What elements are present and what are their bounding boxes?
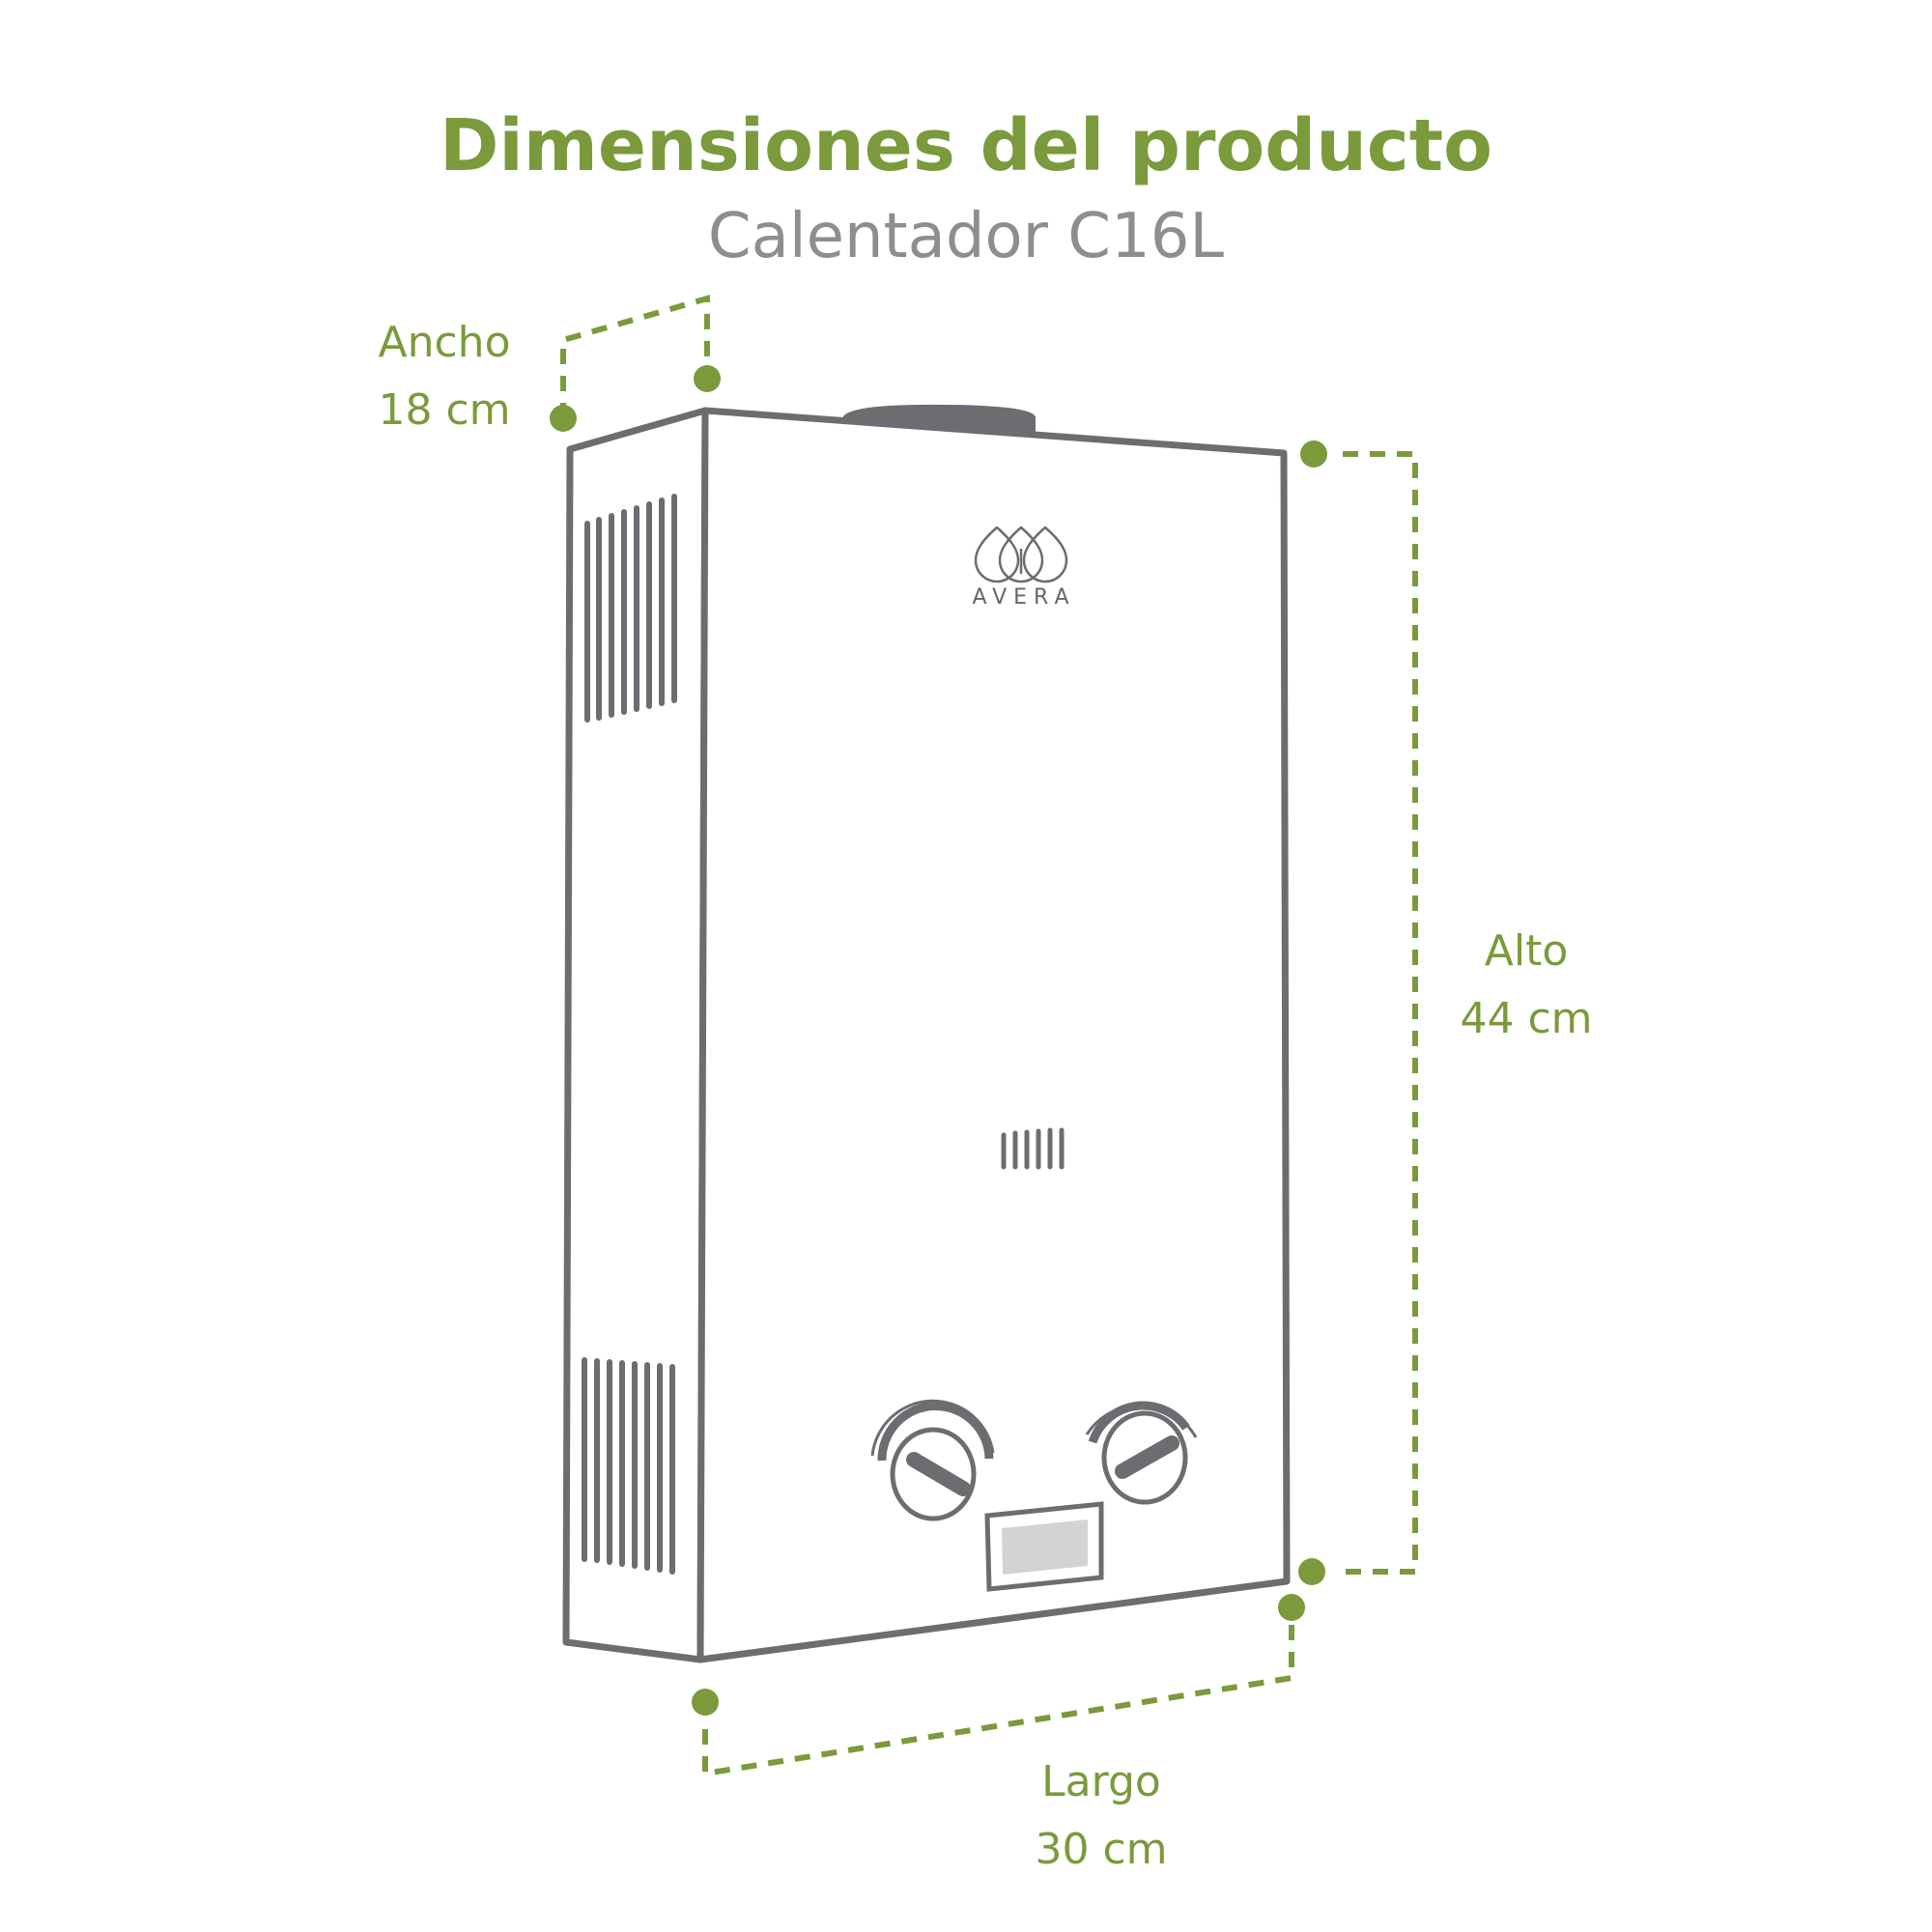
ancho-dimension-label: Ancho 18 cm [348, 309, 541, 444]
page-subtitle: Calentador C16L [707, 201, 1225, 272]
largo-dot-left [692, 1689, 719, 1716]
ancho-dimension-line [560, 295, 710, 418]
alto-dot-bottom [1298, 1558, 1325, 1585]
left-knob-icon [870, 1399, 995, 1521]
ancho-dot-left [550, 405, 577, 432]
page-title: Dimensiones del producto [439, 104, 1493, 187]
ancho-value: 18 cm [378, 385, 511, 435]
display-window [984, 1501, 1104, 1592]
largo-dimension-label: Largo 30 cm [1005, 1748, 1198, 1884]
alto-label: Alto [1484, 926, 1569, 976]
three-drops-logo-icon [974, 526, 1068, 583]
alto-dot-top [1300, 440, 1327, 468]
largo-label: Largo [1041, 1757, 1161, 1806]
ancho-label: Ancho [378, 318, 511, 367]
largo-dot-right [1278, 1594, 1305, 1621]
right-knob-icon [1085, 1401, 1198, 1505]
ancho-dot-right [694, 365, 721, 392]
alto-dimension-line [1343, 451, 1418, 1575]
alto-value: 44 cm [1460, 994, 1593, 1043]
lower-side-vents [582, 1357, 675, 1575]
front-panel [696, 407, 1291, 1663]
front-vents [1001, 1127, 1065, 1170]
alto-dimension-label: Alto 44 cm [1430, 918, 1623, 1053]
upper-side-vents [584, 494, 677, 723]
largo-value: 30 cm [1035, 1825, 1168, 1874]
brand-name: AVERA [972, 585, 1076, 610]
